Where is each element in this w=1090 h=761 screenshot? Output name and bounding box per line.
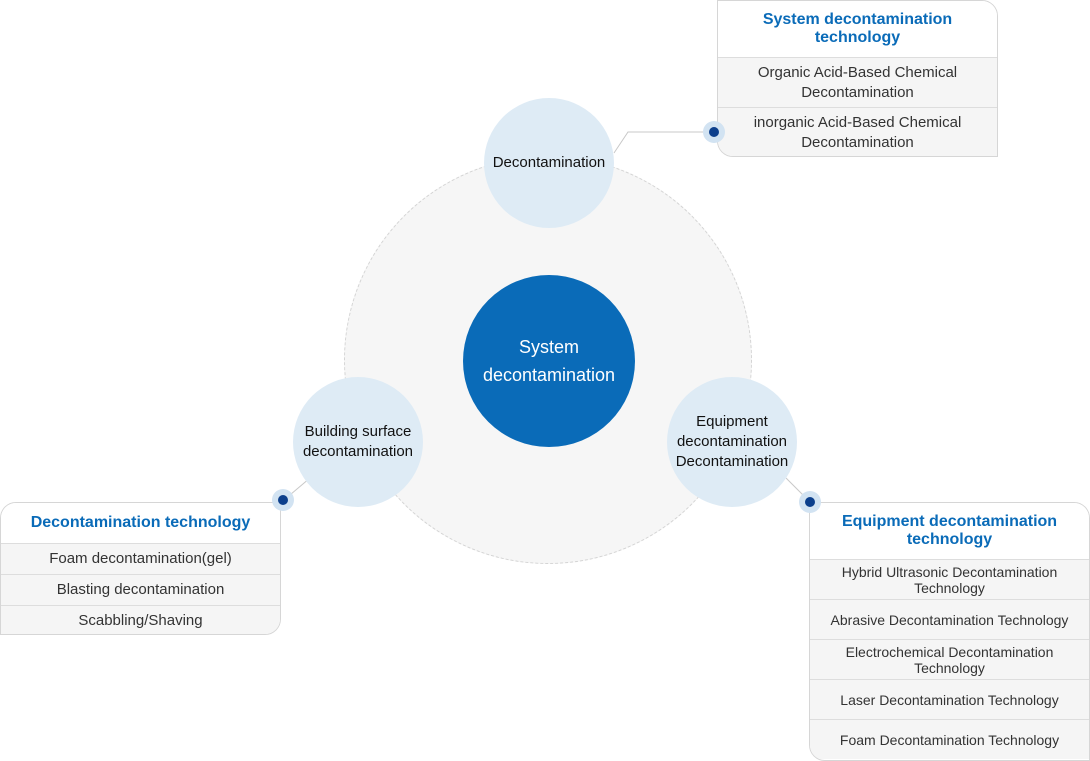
- panel-item: Hybrid Ultrasonic Decontamination Techno…: [810, 559, 1089, 599]
- panel-item: Scabbling/Shaving: [1, 605, 280, 634]
- panel-decontamination-technology: Decontamination technology Foam decontam…: [0, 502, 281, 635]
- node-building-surface: Building surface decontamination: [293, 377, 423, 507]
- node-decontamination-label: Decontamination: [492, 154, 606, 171]
- panel-item: Blasting decontamination: [1, 574, 280, 605]
- connector-dot-left: [272, 489, 294, 511]
- node-equipment: Equipment decontamination Decontaminatio…: [667, 377, 797, 507]
- panel-equipment-decontamination: Equipment decontamination technology Hyb…: [809, 502, 1090, 761]
- panel-item: Organic Acid-Based Chemical Decontaminat…: [718, 57, 997, 107]
- center-node-label: System decontamination: [482, 337, 616, 385]
- panel-item: Laser Decontamination Technology: [810, 679, 1089, 719]
- node-building-surface-label: Building surface decontamination: [302, 423, 414, 460]
- node-decontamination: Decontamination: [484, 98, 614, 228]
- connector-dot-top: [703, 121, 725, 143]
- node-equipment-label: Equipment decontamination Decontaminatio…: [675, 413, 789, 470]
- panel-item: Electrochemical Decontamination Technolo…: [810, 639, 1089, 679]
- panel-title: Equipment decontamination technology: [810, 503, 1089, 559]
- panel-item: Abrasive Decontamination Technology: [810, 599, 1089, 639]
- connector-dot-right: [799, 491, 821, 513]
- panel-title: Decontamination technology: [1, 503, 280, 543]
- panel-item: Foam Decontamination Technology: [810, 719, 1089, 759]
- panel-item: Foam decontamination(gel): [1, 543, 280, 574]
- connector-top: [613, 131, 714, 154]
- panel-title: System decontamination technology: [718, 1, 997, 57]
- panel-item: inorganic Acid-Based Chemical Decontamin…: [718, 107, 997, 156]
- center-node: System decontamination: [463, 275, 635, 447]
- panel-system-decontamination: System decontamination technology Organi…: [717, 0, 998, 157]
